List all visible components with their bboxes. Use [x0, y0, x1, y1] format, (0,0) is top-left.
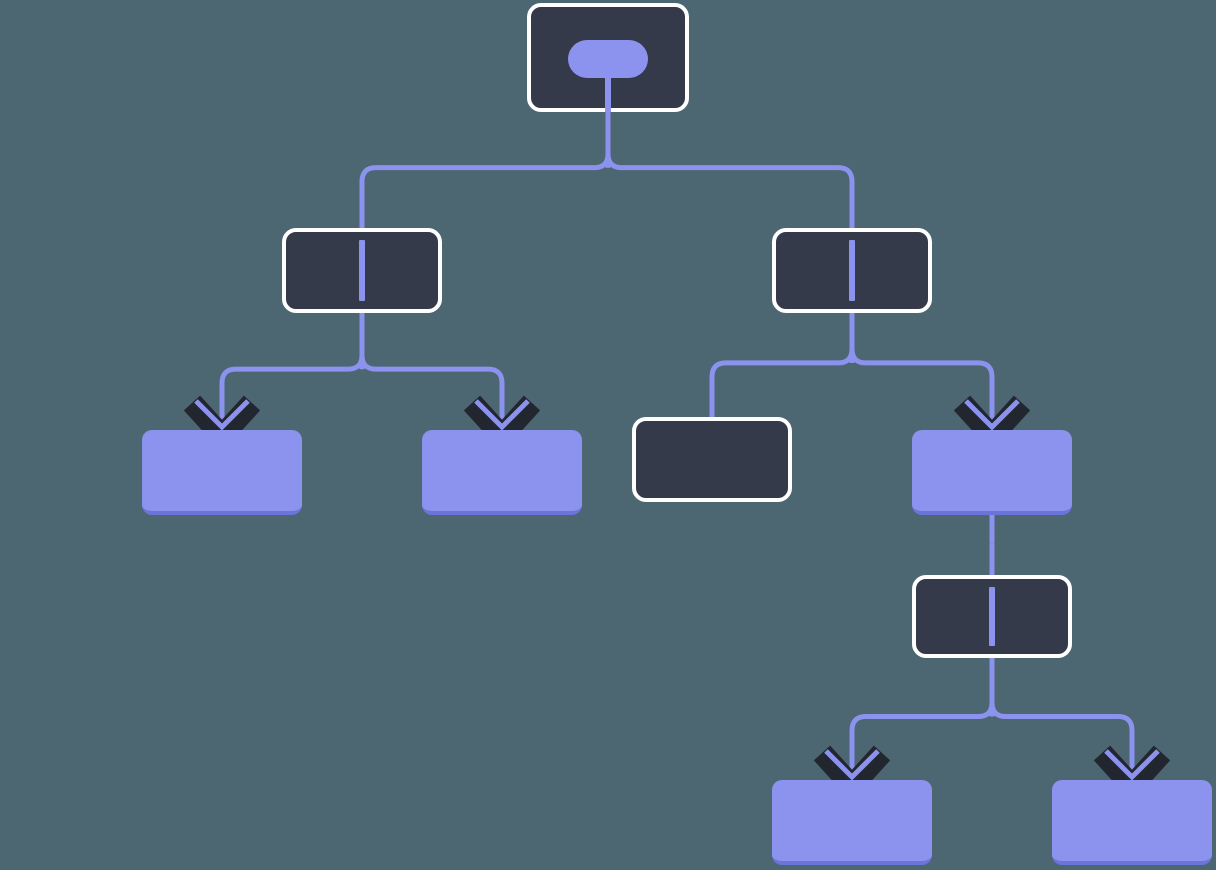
arrowhead-highlight — [824, 749, 880, 781]
arrowhead-highlight — [964, 399, 1020, 431]
edge-e-l2left-l3b — [359, 352, 505, 432]
tree-node-l2-right[interactable] — [772, 228, 932, 313]
arrowhead-highlight — [194, 399, 250, 431]
edge-e-root-l2right — [605, 151, 855, 228]
tree-node-l3-d[interactable] — [912, 430, 1072, 515]
root-node-pill-badge — [568, 40, 648, 78]
edge-e-l2right-l3d — [849, 346, 995, 432]
tree-node-l3-a[interactable] — [142, 430, 302, 515]
tree-node-l5-b[interactable] — [1052, 780, 1212, 865]
tree-node-root[interactable] — [527, 3, 689, 112]
arrowhead-highlight — [474, 399, 530, 431]
root-node-pill-stem — [605, 75, 611, 112]
tree-node-l4-a[interactable] — [912, 575, 1072, 658]
tree-node-l2-left[interactable] — [282, 228, 442, 313]
tree-node-l5-a[interactable] — [772, 780, 932, 865]
tree-node-l3-c[interactable] — [632, 417, 792, 502]
node-inner-connector-tick — [849, 240, 855, 301]
node-inner-connector-tick — [359, 240, 365, 301]
edge-e-root-l2left — [359, 151, 611, 228]
edge-e-l2right-l3c — [709, 346, 855, 417]
node-inner-connector-tick — [989, 587, 995, 646]
tree-node-l3-b[interactable] — [422, 430, 582, 515]
arrowhead-highlight — [1104, 749, 1160, 781]
edge-e-l4a-l5b — [989, 700, 1135, 782]
